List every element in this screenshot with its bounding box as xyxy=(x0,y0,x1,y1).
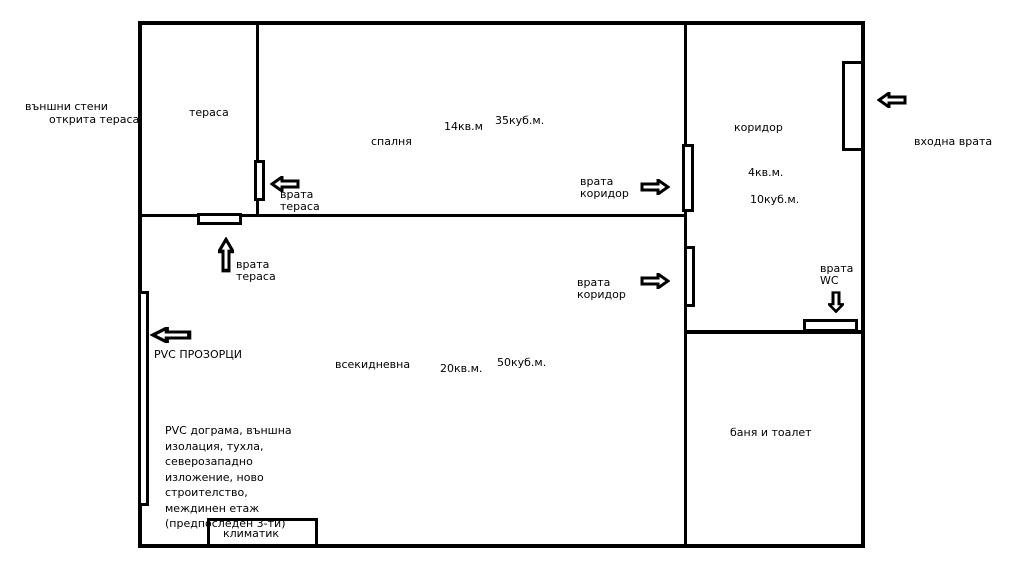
note-line: изолация, тухла, xyxy=(165,439,264,453)
corridor-door-bedroom xyxy=(682,144,694,212)
door-label-line: врата xyxy=(580,175,614,188)
outer-wall-top xyxy=(139,21,865,25)
note-line: междинен етаж xyxy=(165,501,260,515)
arrow-left-icon xyxy=(877,92,907,108)
corridor-volume: 10куб.м. xyxy=(750,193,800,206)
outer-wall-right xyxy=(861,21,865,548)
door-label-line: коридор xyxy=(580,187,629,200)
bathroom-wall xyxy=(684,330,864,334)
living-volume: 50куб.м. xyxy=(497,356,547,369)
note-line: северозападно xyxy=(165,455,253,468)
door-label-line: врата xyxy=(236,258,270,271)
wc-door xyxy=(803,319,858,332)
bedroom-name: спалня xyxy=(371,135,412,148)
bedroom-living-wall xyxy=(139,214,687,217)
arrow-left-icon xyxy=(150,327,192,343)
arrow-down-icon xyxy=(828,291,844,313)
terrace-wall xyxy=(256,21,259,217)
terrace-door-living xyxy=(197,213,242,225)
door-label-line: тераса xyxy=(280,200,320,213)
outer-wall-left xyxy=(138,21,142,548)
building-notes: PVC дограма, външна изолация, тухла, сев… xyxy=(165,423,292,532)
air-conditioner xyxy=(207,518,318,547)
entry-door xyxy=(842,61,864,151)
living-name: всекидневна xyxy=(335,358,411,371)
arrow-right-icon xyxy=(640,273,670,289)
note-line: строителство, xyxy=(165,486,248,499)
note-line: изложение, ново xyxy=(165,470,264,484)
bathroom-name: баня и тоалет xyxy=(730,426,812,439)
door-label-line: врата xyxy=(577,276,611,289)
door-label-line: коридор xyxy=(577,288,626,301)
note-line: PVC дограма, външна xyxy=(165,424,292,437)
door-label-line: тераса xyxy=(236,270,276,283)
air-conditioner-label: климатик xyxy=(223,527,280,540)
pvc-windows-label: PVC ПРОЗОРЦИ xyxy=(154,348,243,361)
entry-door-label: входна врата xyxy=(914,135,993,148)
corridor-door-living xyxy=(684,246,695,307)
arrow-left-icon xyxy=(270,176,300,192)
arrow-up-icon xyxy=(218,237,234,273)
arrow-right-icon xyxy=(640,179,670,195)
bedroom-volume: 35куб.м. xyxy=(495,114,545,127)
note-line: (предпоследен 3-ти) xyxy=(165,517,286,530)
bedroom-area: 14кв.м xyxy=(444,120,483,133)
terrace-name: тераса xyxy=(189,106,229,119)
terrace-door-bedroom xyxy=(254,160,265,201)
door-label-line: врата xyxy=(280,188,314,201)
corridor-area: 4кв.м. xyxy=(748,166,784,179)
door-label-line: врата xyxy=(820,262,854,275)
living-area: 20кв.м. xyxy=(440,362,483,375)
outside-terrace-note: открита тераса xyxy=(49,113,140,126)
door-label-line: WC xyxy=(820,274,839,287)
corridor-name: коридор xyxy=(734,121,783,134)
outside-walls-note: външни стени xyxy=(25,100,108,113)
outer-wall-bottom xyxy=(139,544,865,548)
pvc-window xyxy=(138,291,149,506)
